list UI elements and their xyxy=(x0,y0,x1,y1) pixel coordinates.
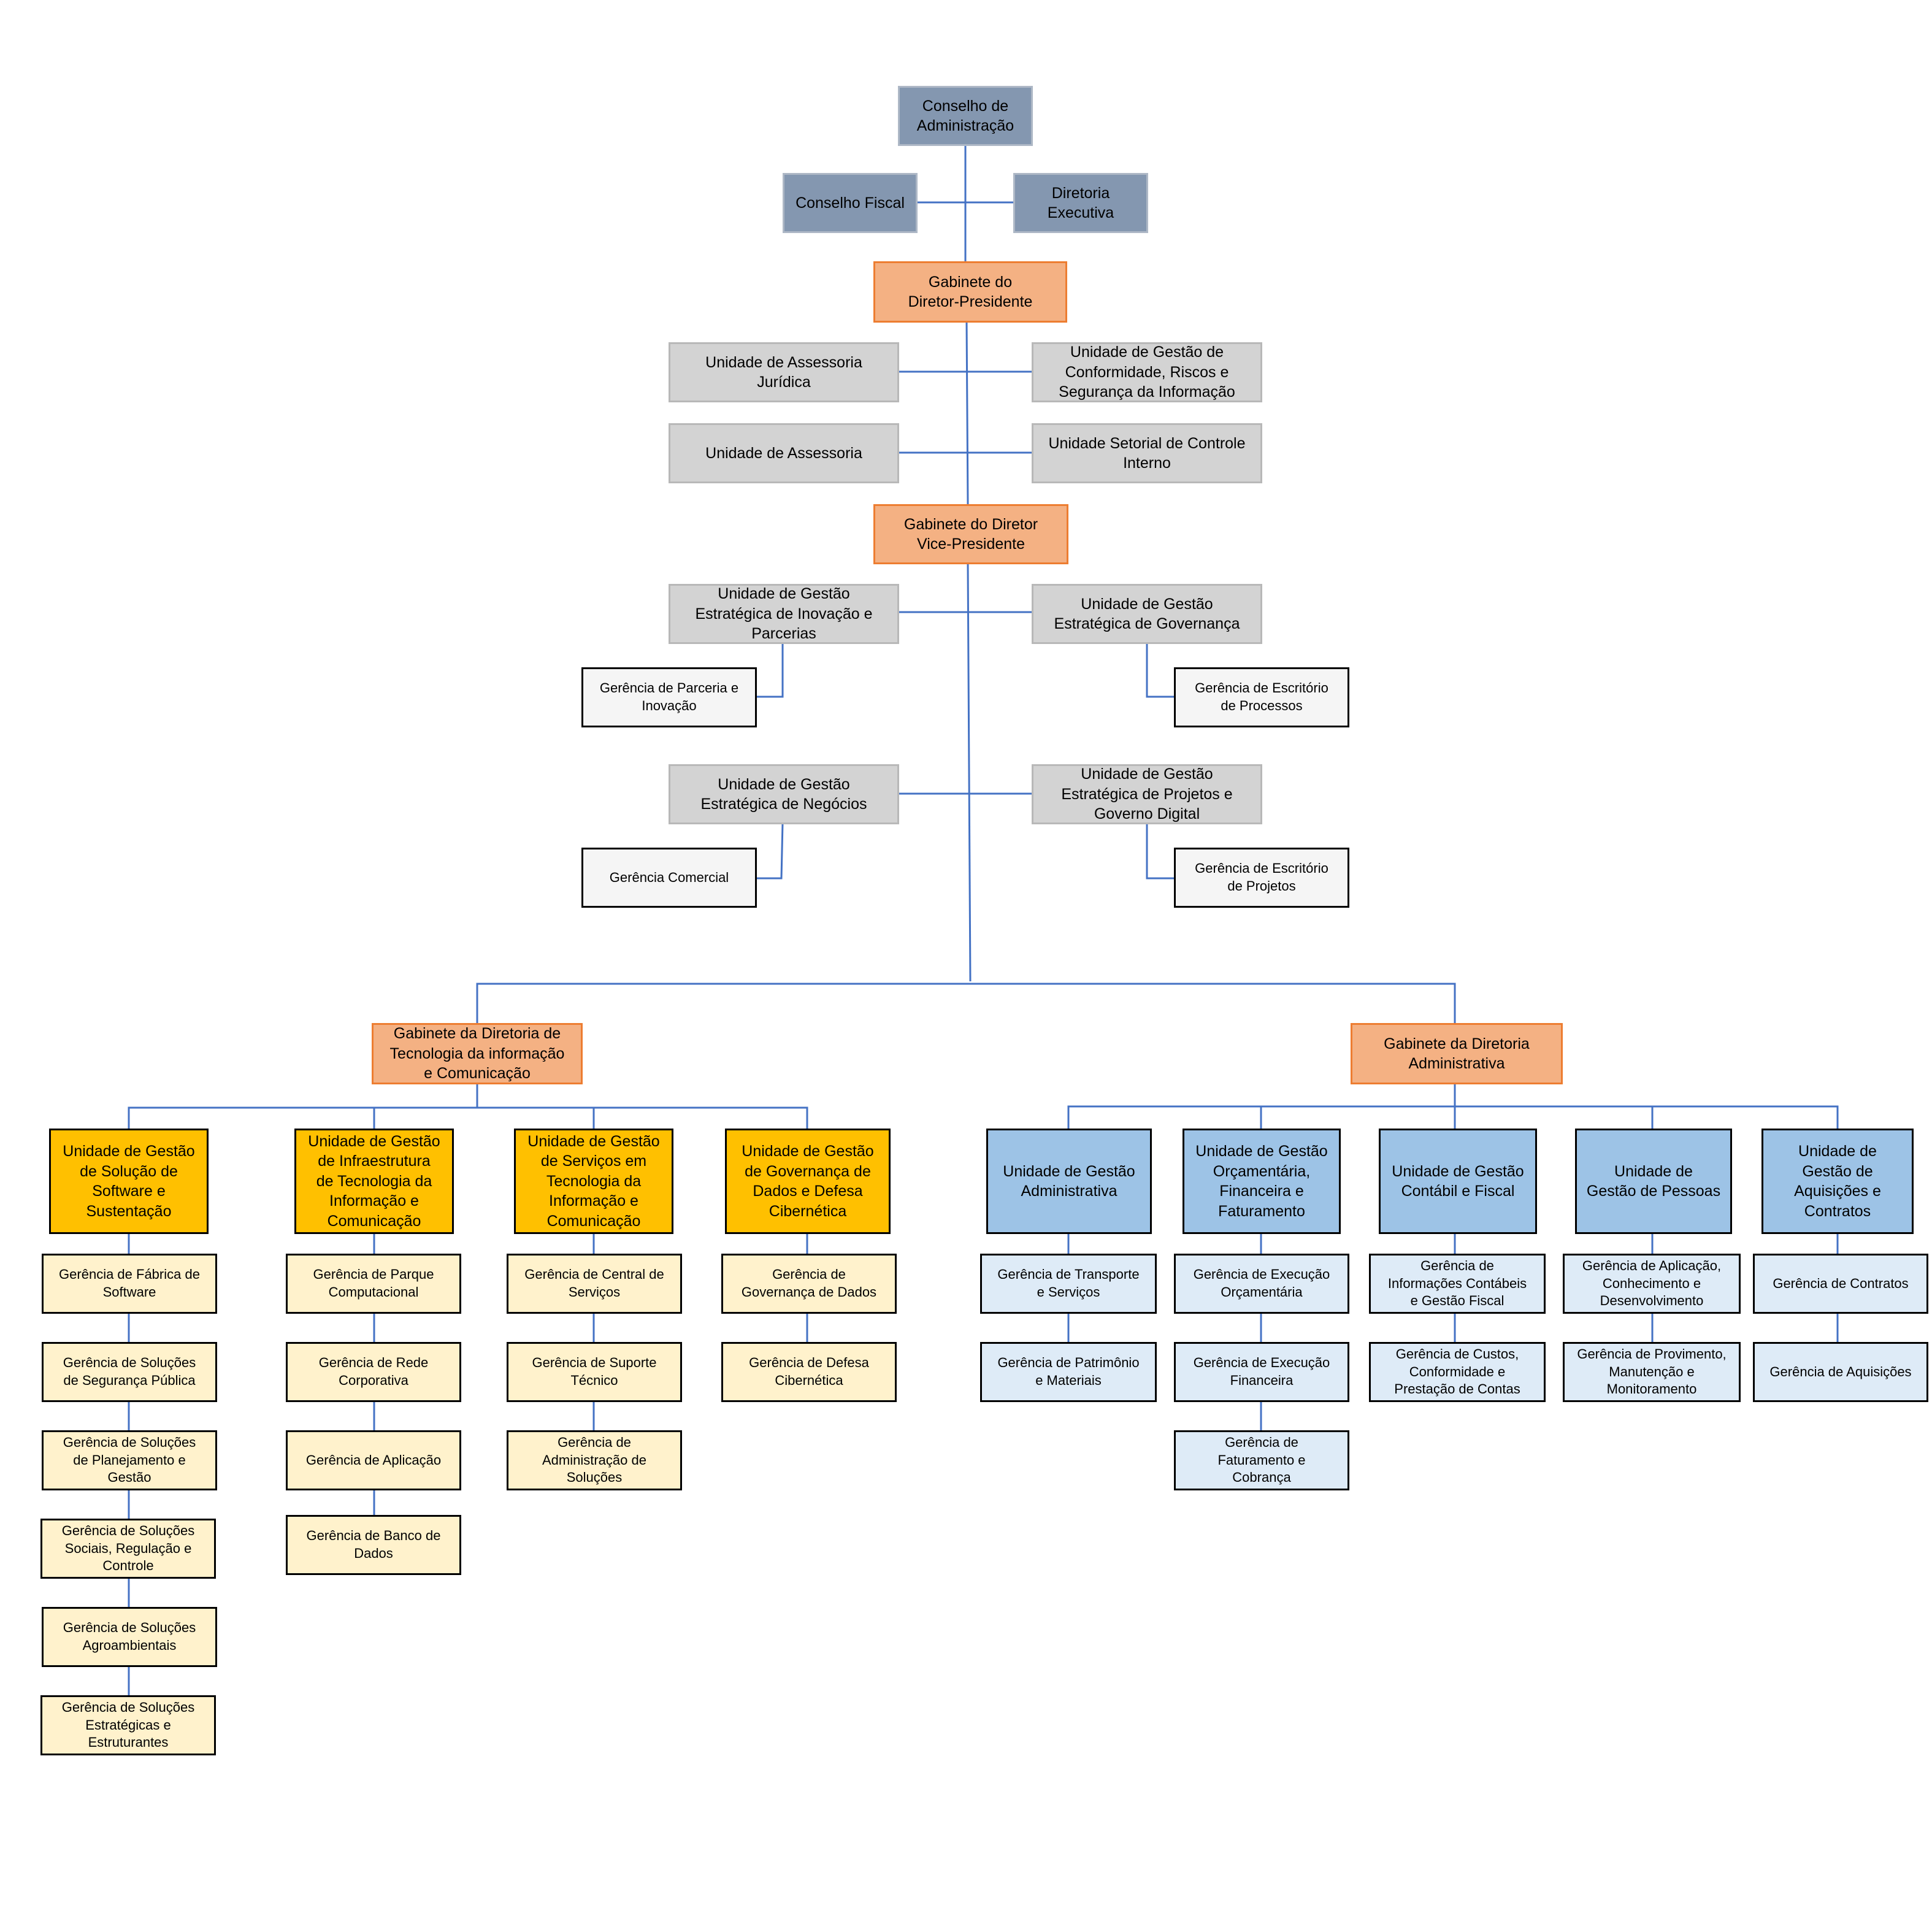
gabinete-vice-presidente-box: Gabinete do Diretor Vice-Presidente xyxy=(873,504,1068,564)
gerencia-seguranca-publica-box: Gerência de Soluções de Segurança Públic… xyxy=(42,1342,217,1402)
gerencia-aplicacao-conhecimento-box: Gerência de Aplicação, Conhecimento e De… xyxy=(1563,1254,1741,1314)
gerencia-agroambientais-box: Gerência de Soluções Agroambientais xyxy=(42,1607,217,1667)
gerencia-aquisicoes-box: Gerência de Aquisições xyxy=(1753,1342,1928,1402)
gerencia-provimento-box: Gerência de Provimento, Manutenção e Mon… xyxy=(1563,1342,1741,1402)
unidade-pessoas-box: Unidade de Gestão de Pessoas xyxy=(1575,1129,1732,1234)
gerencia-custos-box: Gerência de Custos, Conformidade e Prest… xyxy=(1369,1342,1546,1402)
unidade-governanca-box: Unidade de Gestão Estratégica de Governa… xyxy=(1032,584,1262,644)
gerencia-execucao-financeira-box: Gerência de Execução Financeira xyxy=(1174,1342,1349,1402)
conselho-fiscal-box: Conselho Fiscal xyxy=(783,173,918,233)
gerencia-suporte-box: Gerência de Suporte Técnico xyxy=(507,1342,682,1402)
gerencia-processos-box: Gerência de Escritório de Processos xyxy=(1174,667,1349,727)
unidade-contabil-box: Unidade de Gestão Contábil e Fiscal xyxy=(1379,1129,1537,1234)
gerencia-administracao-solucoes-box: Gerência de Administração de Soluções xyxy=(507,1430,682,1490)
unidade-administrativa-box: Unidade de Gestão Administrativa xyxy=(986,1129,1152,1234)
gabinete-ti-box: Gabinete da Diretoria de Tecnologia da i… xyxy=(372,1023,583,1084)
unidade-inovacao-box: Unidade de Gestão Estratégica de Inovaçã… xyxy=(669,584,899,644)
gerencia-banco-dados-box: Gerência de Banco de Dados xyxy=(286,1515,461,1575)
diretoria-executiva-box: Diretoria Executiva xyxy=(1013,173,1148,233)
gerencia-aplicacao-box: Gerência de Aplicação xyxy=(286,1430,461,1490)
gerencia-faturamento-box: Gerência de Faturamento e Cobrança xyxy=(1174,1430,1349,1490)
unidade-assessoria-box: Unidade de Assessoria xyxy=(669,423,899,483)
unidade-orcamentaria-box: Unidade de Gestão Orçamentária, Financei… xyxy=(1183,1129,1341,1234)
gabinete-presidente-box: Gabinete do Diretor-Presidente xyxy=(873,261,1067,323)
gerencia-contratos-box: Gerência de Contratos xyxy=(1753,1254,1928,1314)
gerencia-patrimonio-box: Gerência de Patrimônio e Materiais xyxy=(980,1342,1157,1402)
unidade-servicos-box: Unidade de Gestão de Serviços em Tecnolo… xyxy=(514,1129,673,1234)
unidade-controle-interno-box: Unidade Setorial de Controle Interno xyxy=(1032,423,1262,483)
unidade-projetos-box: Unidade de Gestão Estratégica de Projeto… xyxy=(1032,764,1262,824)
gerencia-planejamento-box: Gerência de Soluções de Planejamento e G… xyxy=(42,1430,217,1490)
gerencia-fabrica-box: Gerência de Fábrica de Software xyxy=(42,1254,217,1314)
unidade-aquisicoes-box: Unidade de Gestão de Aquisições e Contra… xyxy=(1761,1129,1914,1234)
conselho-administracao-box: Conselho de Administração xyxy=(898,86,1033,146)
gerencia-comercial-box: Gerência Comercial xyxy=(581,848,757,908)
gerencia-rede-box: Gerência de Rede Corporativa xyxy=(286,1342,461,1402)
gerencia-execucao-orcamentaria-box: Gerência de Execução Orçamentária xyxy=(1174,1254,1349,1314)
unidade-conformidade-box: Unidade de Gestão de Conformidade, Risco… xyxy=(1032,342,1262,402)
gabinete-administrativa-box: Gabinete da Diretoria Administrativa xyxy=(1351,1023,1563,1084)
gerencia-parceria-box: Gerência de Parceria e Inovação xyxy=(581,667,757,727)
unidade-negocios-box: Unidade de Gestão Estratégica de Negócio… xyxy=(669,764,899,824)
gerencia-parque-box: Gerência de Parque Computacional xyxy=(286,1254,461,1314)
gerencia-estrategicas-box: Gerência de Soluções Estratégicas e Estr… xyxy=(40,1695,216,1755)
gerencia-sociais-box: Gerência de Soluções Sociais, Regulação … xyxy=(40,1519,216,1579)
gerencia-informacoes-contabeis-box: Gerência de Informações Contábeis e Gest… xyxy=(1369,1254,1546,1314)
unidade-dados-box: Unidade de Gestão de Governança de Dados… xyxy=(725,1129,891,1234)
gerencia-governanca-dados-box: Gerência de Governança de Dados xyxy=(721,1254,897,1314)
unidade-software-box: Unidade de Gestão de Solução de Software… xyxy=(49,1129,209,1234)
gerencia-central-servicos-box: Gerência de Central de Serviços xyxy=(507,1254,682,1314)
unidade-infraestrutura-box: Unidade de Gestão de Infraestrutura de T… xyxy=(294,1129,454,1234)
unidade-assessoria-juridica-box: Unidade de Assessoria Jurídica xyxy=(669,342,899,402)
gerencia-projetos-box: Gerência de Escritório de Projetos xyxy=(1174,848,1349,908)
gerencia-transporte-box: Gerência de Transporte e Serviços xyxy=(980,1254,1157,1314)
gerencia-defesa-box: Gerência de Defesa Cibernética xyxy=(721,1342,897,1402)
